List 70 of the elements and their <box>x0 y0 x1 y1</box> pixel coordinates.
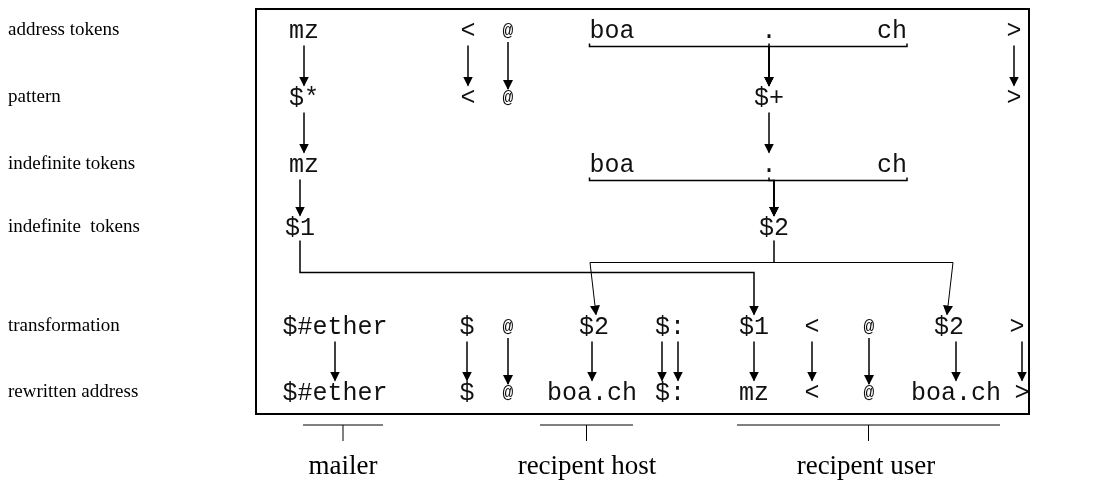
arrow <box>503 41 513 90</box>
row-label: indefinite tokens <box>8 152 136 174</box>
arrow <box>295 178 305 217</box>
token: < <box>804 314 820 340</box>
token: $ <box>459 314 475 340</box>
token: < <box>804 380 820 406</box>
token: @ <box>863 318 875 336</box>
group-label: recipent host <box>517 449 657 481</box>
token: $ <box>459 380 475 406</box>
row-label: rewritten address <box>8 380 139 402</box>
arrow <box>462 340 472 382</box>
token: > <box>1009 314 1025 340</box>
arrow <box>769 176 908 217</box>
token: $: <box>655 314 685 340</box>
token: $+ <box>754 85 784 111</box>
arrow <box>951 340 961 382</box>
token: < <box>460 18 476 44</box>
arrow <box>673 340 683 382</box>
token: mz <box>289 18 319 44</box>
token: @ <box>502 318 514 336</box>
token: $2 <box>934 314 964 340</box>
arrow <box>749 340 759 382</box>
token: mz <box>289 152 319 178</box>
token: boa.ch <box>547 380 637 406</box>
token: boa <box>589 18 635 44</box>
token: $1 <box>285 215 315 241</box>
token: $1 <box>739 314 769 340</box>
token: > <box>1006 18 1022 44</box>
row-label: transformation <box>8 314 120 336</box>
arrow <box>299 239 759 316</box>
token: ch <box>877 152 907 178</box>
token: $: <box>655 380 685 406</box>
row-label: pattern <box>8 85 61 107</box>
token: > <box>1014 380 1030 406</box>
arrow <box>299 111 309 154</box>
row-label: address tokens <box>8 18 120 40</box>
token: $2 <box>759 215 789 241</box>
token: @ <box>502 89 514 107</box>
arrow <box>764 111 774 154</box>
token: @ <box>502 22 514 40</box>
arrow <box>807 340 817 382</box>
row-label: indefinite tokens <box>8 215 140 237</box>
token: boa <box>589 152 635 178</box>
group-label: mailer <box>308 449 378 481</box>
token: . <box>761 18 777 44</box>
arrow <box>587 340 597 382</box>
group-label: recipent user <box>796 449 936 481</box>
token: < <box>460 85 476 111</box>
token: $2 <box>579 314 609 340</box>
arrow <box>1017 340 1027 382</box>
token: mz <box>739 380 769 406</box>
arrow <box>864 337 874 385</box>
arrow <box>503 337 513 385</box>
token: > <box>1006 85 1022 111</box>
token: $* <box>289 85 319 111</box>
arrow <box>773 240 954 316</box>
token: $#ether <box>282 380 388 406</box>
arrow <box>299 44 309 87</box>
token: ch <box>877 18 907 44</box>
arrow <box>764 42 908 87</box>
token: @ <box>863 384 875 402</box>
arrow <box>657 340 667 382</box>
token: @ <box>502 384 514 402</box>
token: $#ether <box>282 314 388 340</box>
arrow <box>463 44 473 87</box>
token: . <box>761 152 777 178</box>
arrow <box>330 340 340 382</box>
token: boa.ch <box>911 380 1001 406</box>
arrow <box>1009 44 1019 87</box>
frame-box <box>255 8 1030 415</box>
